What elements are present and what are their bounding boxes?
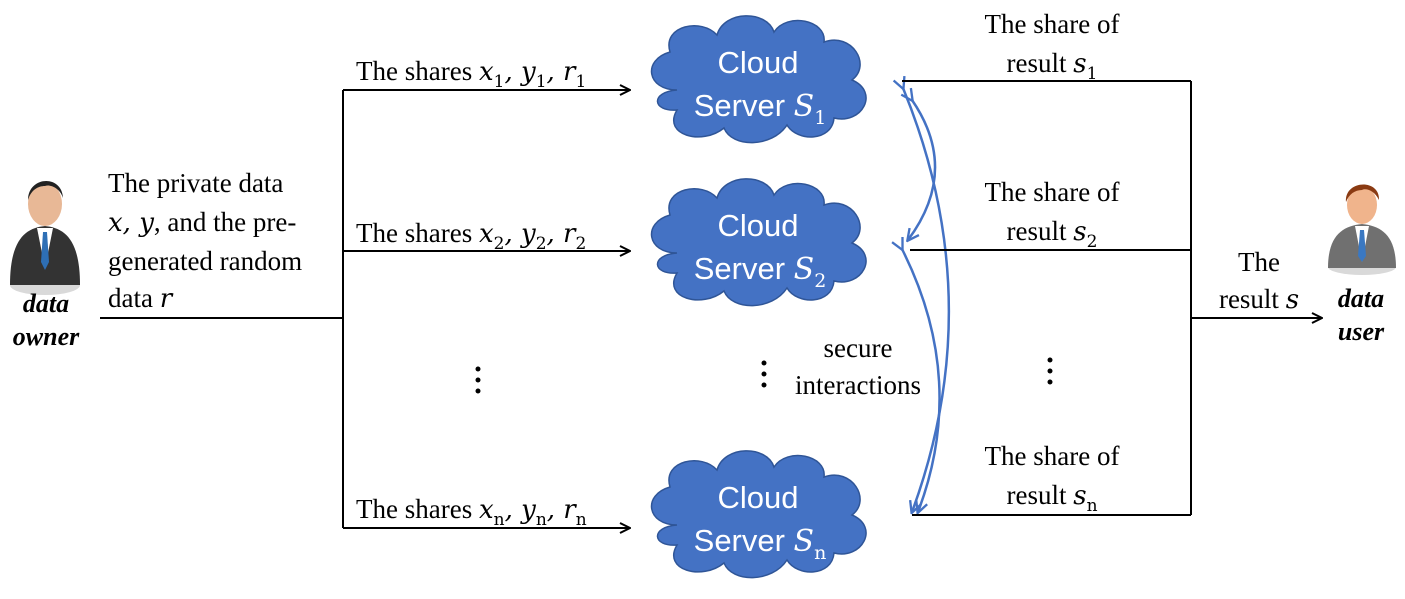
share-sub-r: 2 (575, 234, 586, 254)
share-var-r: r (563, 495, 577, 525)
cloud-label-line2: Server S1 (694, 88, 827, 129)
result-share-line1-2: The share of (985, 177, 1120, 207)
result-share-line2-2: result s2 (1007, 216, 1098, 252)
share-separator: , (547, 219, 564, 249)
share-separator: , (547, 57, 564, 87)
result-share-var: s (1073, 49, 1086, 79)
private-data-line3: generated random (108, 246, 302, 276)
share-sub-y: 1 (536, 72, 547, 92)
result-share-word: result (1006, 480, 1073, 510)
share-separator: , (505, 495, 522, 525)
private-data-line4-text: data (108, 283, 160, 313)
private-data-line4: data r (108, 283, 174, 314)
cloud-label-line1: Cloud (718, 45, 799, 80)
result-share-sub: 2 (1087, 232, 1098, 252)
ellipsis-right (1047, 357, 1053, 385)
share-label-3: The shares xn, yn, rn (356, 494, 587, 530)
data-user-avatar-icon (1328, 184, 1396, 275)
private-data-line1: The private data (108, 168, 283, 198)
private-data-vars: x, y (108, 208, 154, 238)
share-separator: , (547, 495, 564, 525)
secure-arc-s2-sn (902, 249, 941, 512)
data-user-label-line2: user (1338, 317, 1385, 346)
secure-arc-s1-sn (903, 88, 951, 512)
final-result-var: s (1286, 285, 1299, 315)
ellipsis-left (475, 366, 481, 394)
share-prefix: The shares (356, 494, 479, 524)
final-result-text: result (1219, 284, 1286, 314)
share-sub-y: n (536, 510, 547, 530)
data-owner-avatar-icon (10, 180, 80, 295)
share-var-y: y (520, 495, 536, 525)
data-owner-label-line2: owner (13, 322, 80, 351)
secure-interactions-line2: interactions (795, 370, 921, 400)
cloud-label-line1: Cloud (718, 208, 799, 243)
result-share-word: result (1007, 216, 1074, 246)
cloud-server-sub: n (814, 542, 826, 564)
result-share-var: s (1073, 481, 1086, 511)
share-var-y: y (520, 57, 536, 87)
share-var-x: x (479, 219, 494, 249)
result-share-var: s (1073, 217, 1086, 247)
result-share-line1-1: The share of (985, 9, 1120, 39)
share-sub-x: 2 (494, 234, 505, 254)
share-prefix: The shares (356, 56, 479, 86)
cloud-server-var: S (794, 524, 815, 559)
cloud-server-var: S (794, 89, 815, 124)
data-user-label-line1: data (1338, 284, 1384, 313)
share-var-x: x (479, 57, 494, 87)
share-var-y: y (520, 219, 536, 249)
result-share-line2-3: result sn (1006, 480, 1097, 516)
result-share-sub: 1 (1087, 64, 1098, 84)
share-sub-y: 2 (536, 234, 547, 254)
private-data-line2-text: , and the pre- (154, 207, 296, 237)
share-sub-x: n (494, 510, 505, 530)
final-result-line1: The (1238, 247, 1280, 277)
cloud-server-word: Server (694, 251, 794, 286)
private-data-line2: x, y, and the pre- (108, 207, 296, 238)
result-share-line1-3: The share of (985, 441, 1120, 471)
cloud-label-line2: Server S2 (694, 251, 827, 292)
share-var-r: r (563, 219, 577, 249)
share-label-1: The shares x1, y1, r1 (356, 56, 586, 92)
share-sub-x: 1 (494, 72, 505, 92)
cloud-server-word: Server (694, 523, 794, 558)
cloud-label-line2: Server Sn (694, 523, 827, 564)
share-separator: , (504, 57, 521, 87)
result-share-sub: n (1087, 496, 1098, 516)
share-label-2: The shares x2, y2, r2 (356, 218, 586, 254)
cloud-server-sub: 2 (814, 270, 826, 292)
ellipsis-middle (761, 360, 767, 388)
share-var-x: x (479, 495, 494, 525)
cloud-label-line1: Cloud (718, 480, 799, 515)
result-share-word: result (1007, 48, 1074, 78)
share-separator: , (504, 219, 521, 249)
private-data-r: r (160, 284, 174, 314)
cloud-server-sub: 1 (814, 107, 826, 129)
secure-interactions-line1: secure (824, 333, 893, 363)
cloud-server-var: S (794, 252, 815, 287)
data-owner-label-line1: data (23, 289, 69, 318)
final-result-line2: result s (1219, 284, 1299, 315)
share-prefix: The shares (356, 218, 479, 248)
share-sub-r: n (576, 510, 587, 530)
cloud-server-word: Server (694, 88, 794, 123)
result-share-line2-1: result s1 (1007, 48, 1098, 84)
share-sub-r: 1 (575, 72, 586, 92)
share-var-r: r (563, 57, 577, 87)
